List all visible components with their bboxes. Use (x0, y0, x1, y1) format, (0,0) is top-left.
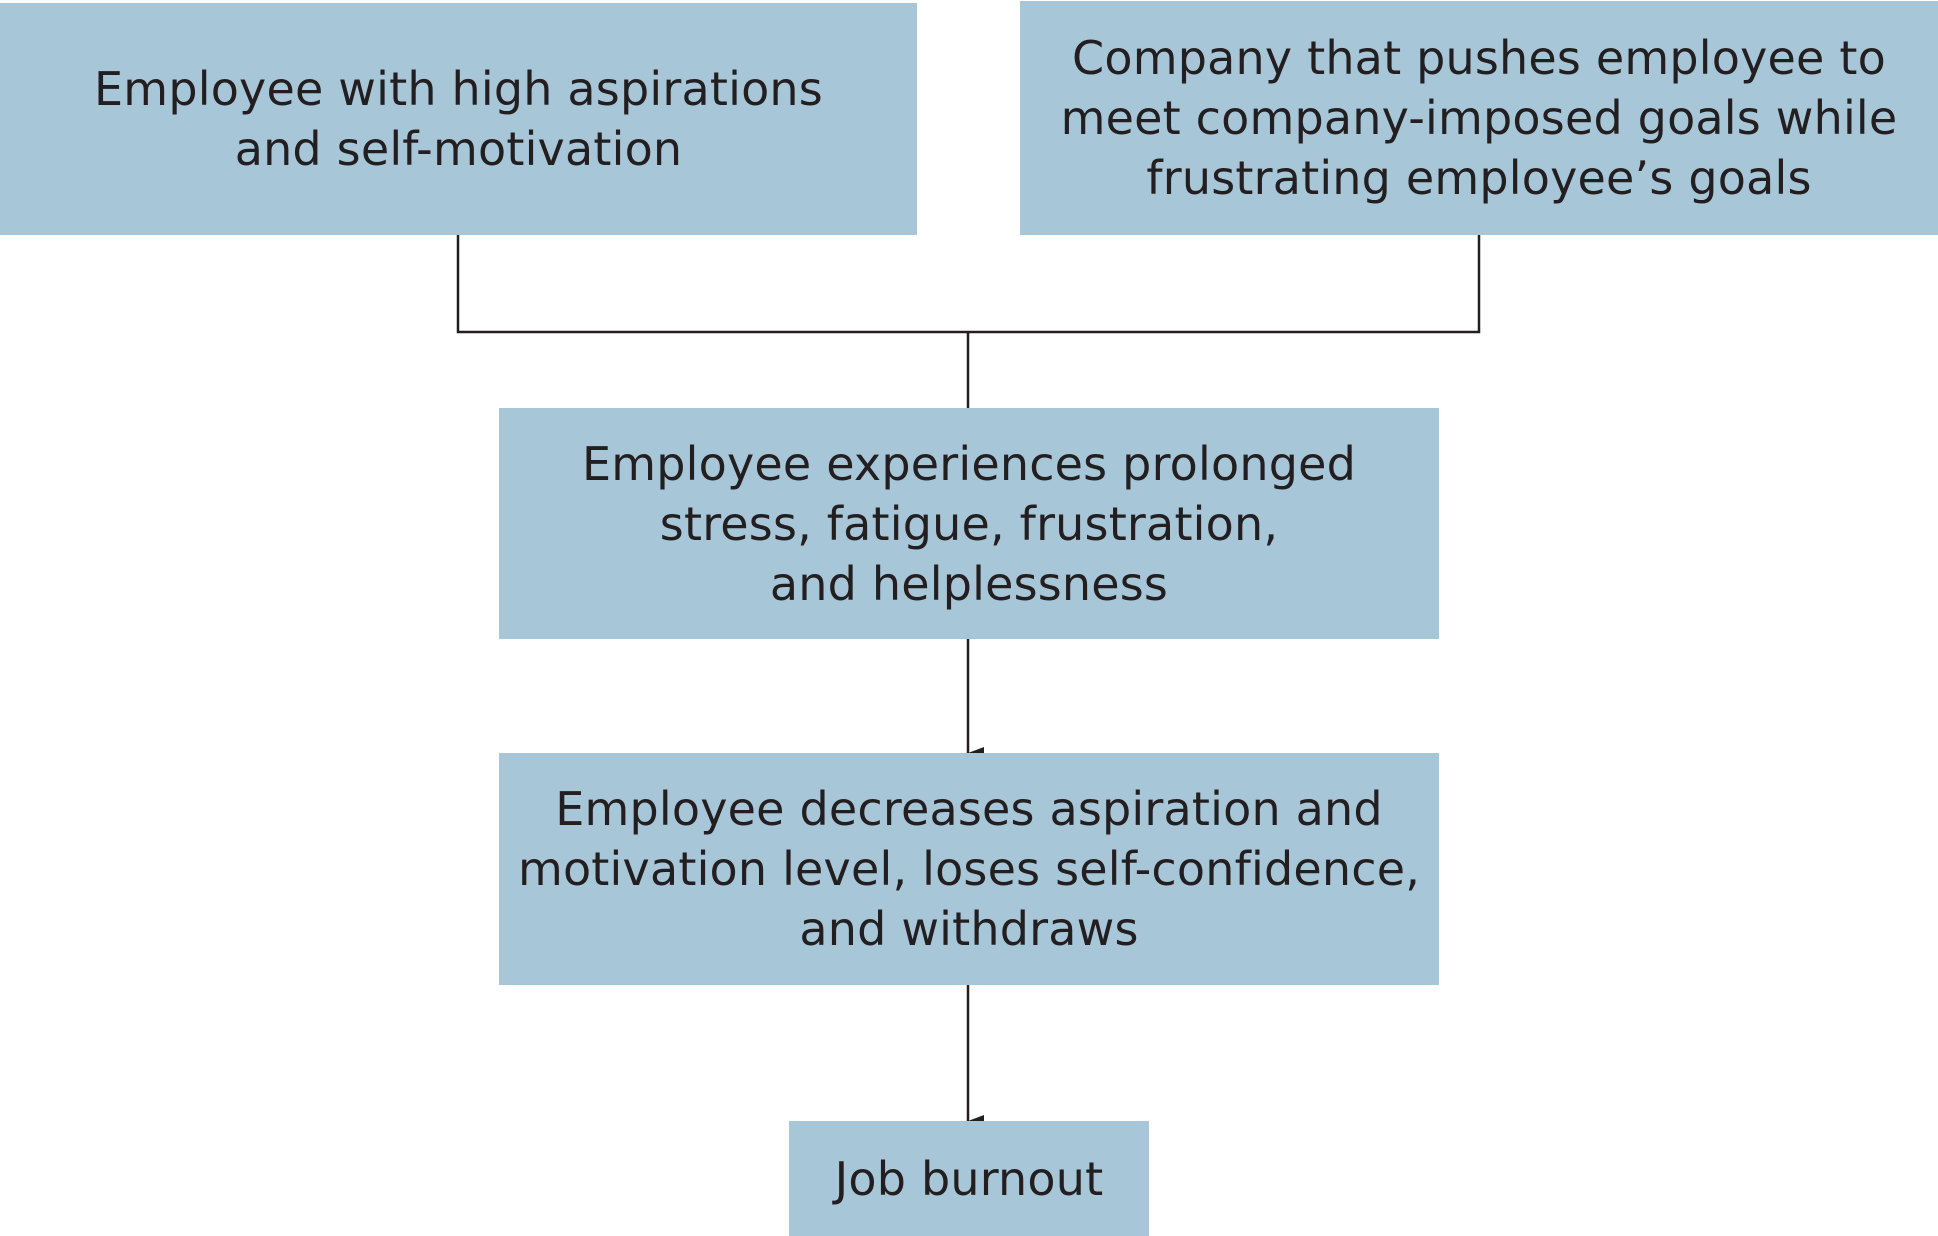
node-company-pressure: Company that pushes employee to meet com… (1020, 1, 1938, 235)
node-company-pressure-label: Company that pushes employee to meet com… (1060, 31, 1898, 205)
node-employee-aspirations-label: Employee with high aspirations and self-… (94, 62, 823, 176)
node-decreased-motivation: Employee decreases aspiration and motiva… (499, 753, 1439, 985)
node-decreased-motivation-label: Employee decreases aspiration and motiva… (517, 782, 1421, 956)
merge-connector (456, 235, 1481, 408)
node-employee-aspirations: Employee with high aspirations and self-… (0, 3, 917, 235)
node-prolonged-stress: Employee experiences prolonged stress, f… (499, 408, 1439, 639)
node-job-burnout-label: Job burnout (834, 1151, 1104, 1206)
node-job-burnout: Job burnout (789, 1121, 1149, 1236)
node-prolonged-stress-label: Employee experiences prolonged stress, f… (581, 436, 1356, 611)
